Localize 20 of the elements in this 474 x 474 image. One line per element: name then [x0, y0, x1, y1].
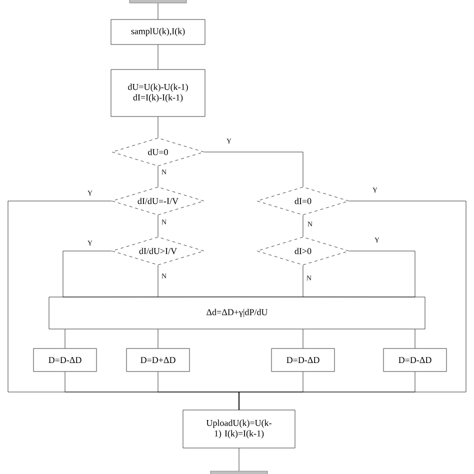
connector-line [204, 152, 304, 187]
process-box: Δd=ΔD+γ|dP/dU [48, 296, 426, 330]
process-box: D=D-ΔD [33, 348, 97, 372]
connector-line [236, 250, 416, 298]
connector-line [302, 329, 304, 348]
connector-line [238, 372, 416, 410]
process-box: D=D-ΔD [271, 348, 335, 372]
process-box [129, 0, 187, 4]
connector-line [64, 329, 66, 348]
connector-line [302, 215, 304, 237]
process-box: UploadU(k)=U(k-1) I(k)=I(k-1) [182, 410, 296, 448]
connector-line [238, 448, 240, 471]
connector-line [302, 265, 304, 297]
process-box: D=D-ΔD [383, 348, 447, 372]
connector-line [62, 250, 238, 298]
process-box: dU=U(k)-U(k-1) dI=I(k)-I(k-1) [110, 69, 206, 117]
process-box: D=D+ΔD [126, 348, 190, 372]
process-box: samplU(k),I(k) [110, 19, 206, 45]
connector-line [414, 329, 416, 348]
process-box [210, 470, 268, 474]
